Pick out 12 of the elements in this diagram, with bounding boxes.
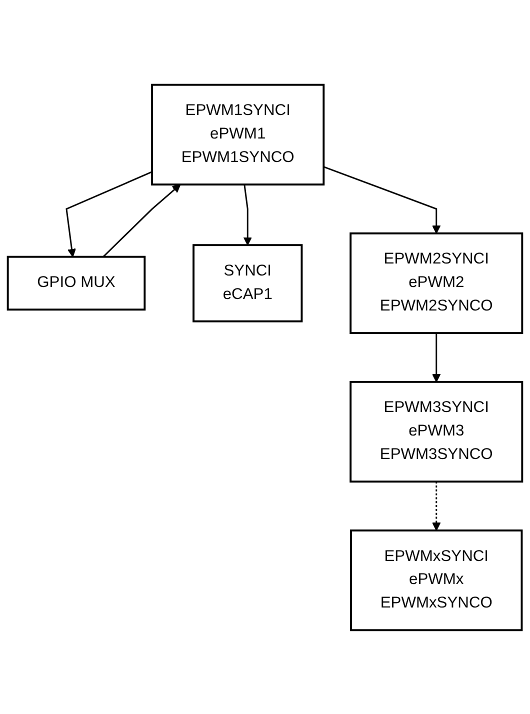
arrow — [243, 184, 252, 245]
node-box: EPWMxSYNCI ePWMx EPWMxSYNCO — [350, 529, 523, 631]
node-box: EPWM3SYNCI ePWM3 EPWM3SYNCO — [350, 380, 524, 482]
node-box: SYNCI eCAP1 — [192, 244, 303, 322]
arrow — [323, 166, 441, 234]
arrow — [66, 170, 152, 257]
arrow — [432, 481, 441, 530]
node-box: EPWM1SYNCI ePWM1 EPWM1SYNCO — [151, 83, 325, 185]
node-box: GPIO MUX — [6, 255, 146, 310]
node-box: EPWM2SYNCI ePWM2 EPWM2SYNCO — [350, 232, 524, 334]
arrow — [102, 184, 181, 257]
arrow — [432, 332, 441, 382]
